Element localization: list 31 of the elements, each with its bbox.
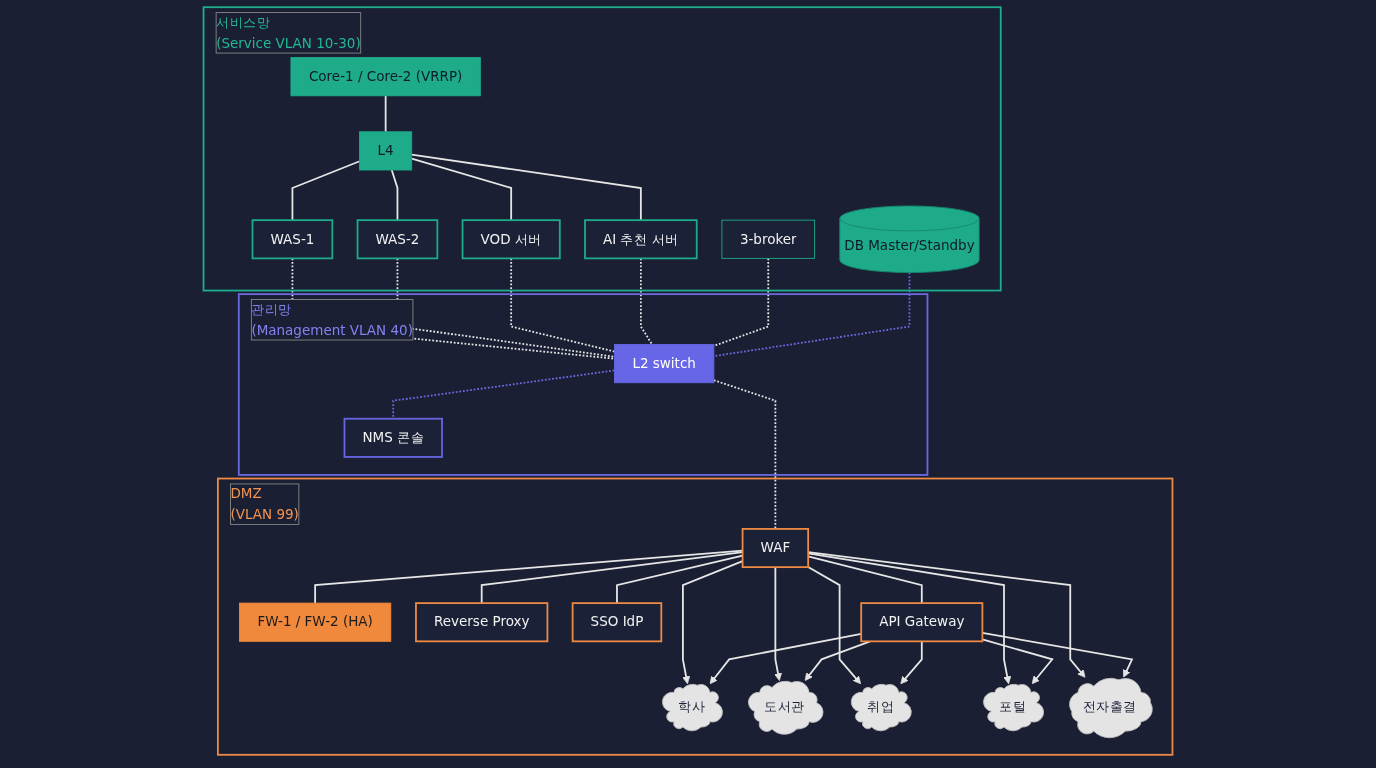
node-box: NMS 콘솔	[343, 417, 443, 458]
node-box: Core-1 / Core-2 (VRRP)	[290, 57, 481, 97]
node-box: L2 switch	[613, 344, 715, 384]
node-box: Reverse Proxy	[415, 602, 549, 643]
connector	[390, 169, 399, 222]
node-box: VOD 서버	[461, 219, 561, 260]
arrow	[981, 638, 1054, 685]
node-box: WAF	[741, 528, 810, 569]
connector	[291, 160, 361, 222]
connector	[396, 257, 616, 358]
connector	[392, 369, 616, 420]
node-box: AI 추천 서버	[584, 219, 698, 260]
arrow	[900, 640, 923, 685]
connector	[510, 257, 616, 353]
node-box: 3-broker	[721, 219, 816, 259]
arrow	[807, 566, 862, 685]
connector	[384, 94, 387, 133]
connector	[712, 379, 777, 530]
connector	[639, 257, 654, 346]
node-box: WAS-1	[251, 219, 334, 260]
node-box: FW-1 / FW-2 (HA)	[239, 602, 392, 642]
connector	[712, 257, 770, 347]
arrow	[774, 566, 782, 681]
node-box: WAS-2	[356, 219, 439, 260]
connector	[410, 157, 513, 222]
arrow	[807, 552, 1012, 685]
arrow	[804, 640, 872, 681]
node-box: API Gateway	[860, 602, 984, 643]
node-box: L4	[359, 131, 413, 171]
connector	[410, 153, 642, 222]
node-box: SSO IdP	[571, 602, 663, 643]
